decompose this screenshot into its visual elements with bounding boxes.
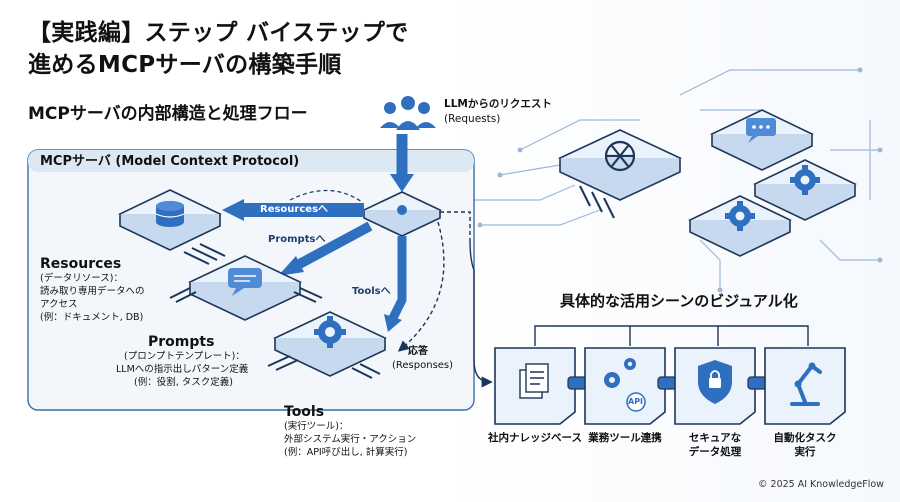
usecase-label-secure-2: データ処理	[688, 446, 742, 458]
mcp-panel-title: MCPサーバ (Model Context Protocol)	[40, 154, 300, 169]
chat-bubble-icon	[746, 118, 776, 143]
page-title-line1: 【実践編】ステップ バイステップで	[28, 20, 409, 46]
gear-chip-bottom	[688, 195, 792, 257]
gears-api-icon	[604, 358, 646, 412]
copyright: © 2025 AI KnowledgeFlow	[758, 479, 884, 490]
chat-bubble-icon	[228, 268, 262, 296]
tools-arrow	[387, 236, 407, 323]
tools-chip	[267, 311, 387, 379]
prompts-arrow-label: Promptsへ	[268, 234, 326, 245]
usecase-label-knowledge-base: 社内ナレッジベース	[488, 432, 582, 444]
documents-icon	[519, 363, 549, 399]
resources-desc-3: アクセス	[40, 299, 78, 310]
response-label-line1: 応答	[408, 346, 428, 357]
resources-desc-1: (データリソース)：	[40, 273, 123, 284]
tools-arrow-label: Toolsへ	[352, 286, 391, 297]
request-label-line2: (Requests)	[444, 113, 501, 125]
usecases-title: 具体的な活用シーンのビジュアル化	[560, 292, 798, 310]
prompts-chip	[169, 255, 323, 321]
response-arrow	[397, 221, 445, 352]
database-icon	[155, 201, 185, 227]
tools-name: Tools	[284, 404, 325, 420]
usecase-bracket	[534, 325, 809, 346]
gear-icon	[314, 316, 346, 348]
resources-chip	[118, 189, 226, 265]
usecase-blocks	[494, 347, 846, 425]
tools-desc-2: 外部システム実行・アクション	[284, 434, 417, 445]
users-icon	[380, 96, 436, 130]
request-label-line1: LLMからのリクエスト	[444, 98, 552, 110]
resources-arrow-label: Resourcesへ	[260, 204, 329, 215]
gear-icon	[790, 165, 820, 195]
section-subtitle: MCPサーバの内部構造と処理フロー	[28, 104, 308, 124]
tools-desc-3: (例：API呼び出し, 計算実行)	[284, 447, 408, 458]
resources-desc-2: 読み取り専用データへの	[40, 286, 145, 297]
resources-name: Resources	[40, 256, 122, 272]
tools-desc-1: (実行ツール)：	[284, 421, 349, 432]
gear-icon	[725, 201, 755, 231]
connector-to-usecases	[473, 270, 493, 388]
openai-chip	[558, 129, 682, 219]
usecase-label-tool-integration: 業務ツール連携	[588, 432, 662, 444]
page-title-line2: 進めるMCPサーバの構築手順	[28, 52, 342, 78]
openai-logo-icon	[604, 140, 636, 172]
prompts-desc-3: (例：役割, タスク定義)	[134, 377, 233, 388]
api-badge: API	[628, 397, 644, 406]
prompts-name: Prompts	[148, 334, 215, 350]
prompts-desc-1: (プロンプトテンプレート)：	[124, 351, 245, 362]
shield-lock-icon	[698, 360, 732, 404]
prompts-arrow	[289, 221, 373, 273]
usecase-label-automation-1: 自動化タスク	[773, 432, 837, 444]
circuit-lines	[470, 69, 880, 290]
gear-chip-right	[753, 159, 857, 221]
prompts-desc-2: LLMへの指示出しパターン定義	[116, 364, 249, 375]
response-label-line2: (Responses)	[392, 360, 454, 371]
resources-desc-4: (例：ドキュメント, DB)	[40, 312, 144, 323]
usecase-label-automation-2: 実行	[794, 446, 816, 458]
usecase-label-secure-1: セキュアな	[688, 432, 742, 444]
chat-chip	[710, 109, 814, 171]
